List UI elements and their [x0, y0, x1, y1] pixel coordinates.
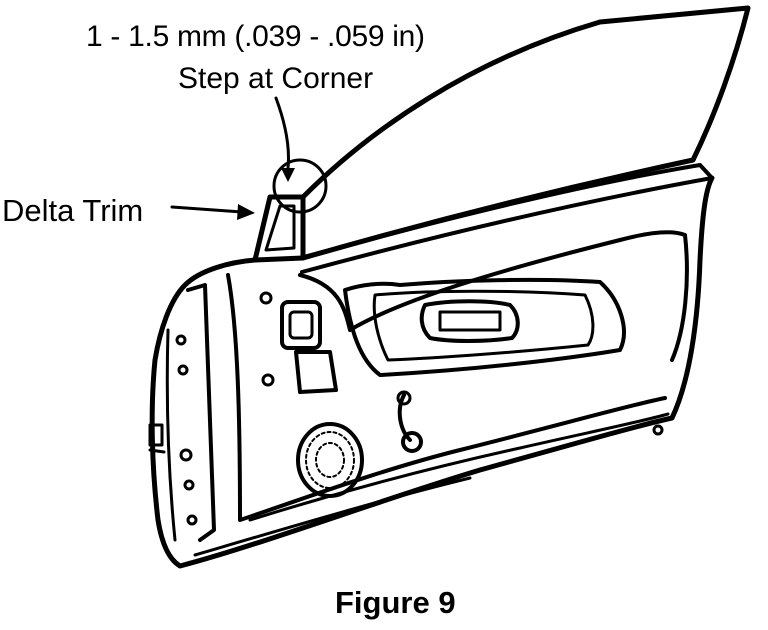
fasteners	[175, 291, 664, 526]
switch-bezel	[280, 300, 322, 350]
latch	[148, 423, 166, 454]
armrest	[343, 277, 626, 377]
inside-handle	[419, 299, 520, 343]
door-front-edge	[186, 283, 216, 542]
figure-caption: Figure 9	[335, 585, 456, 620]
delta-trim-label: Delta Trim	[2, 193, 144, 228]
speaker-grille	[296, 422, 364, 498]
step-spec-label: 1 - 1.5 mm (.039 - .059 in)	[86, 20, 425, 53]
step-leader-line	[274, 96, 290, 170]
delta-leader-line	[170, 205, 244, 214]
window-crank	[397, 393, 412, 442]
door-outer-shell	[149, 175, 715, 569]
step-location-label: Step at Corner	[178, 62, 374, 95]
trim-panel-upper	[298, 230, 689, 362]
corner-callout-circle	[272, 158, 328, 214]
beltline-molding	[298, 163, 714, 274]
lock-mechanism	[294, 350, 338, 394]
lower-seal	[248, 412, 670, 522]
delta-trim	[252, 194, 306, 263]
